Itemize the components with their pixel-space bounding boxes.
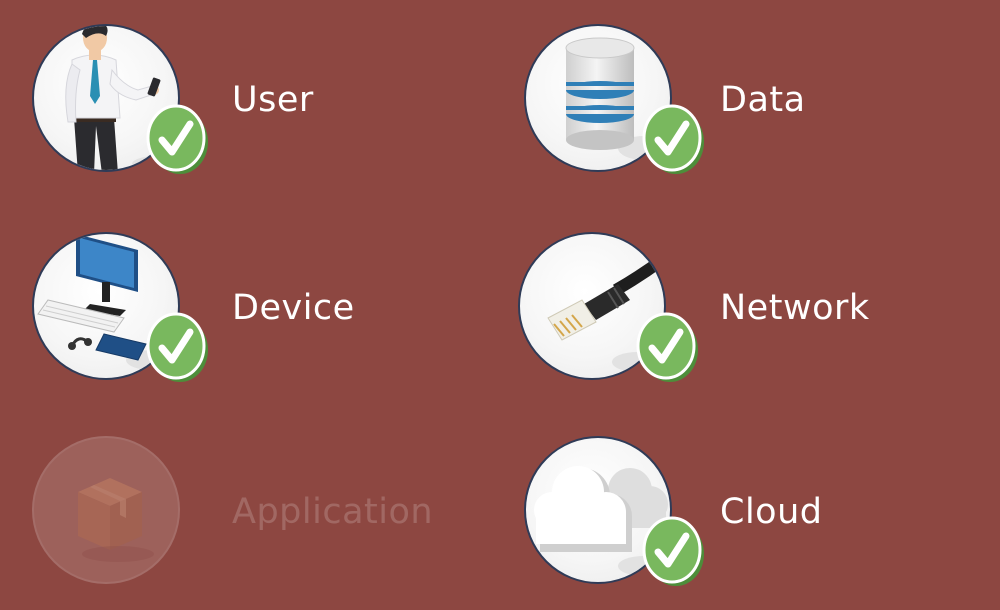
tile-label: User (232, 80, 314, 120)
check-badge-icon (636, 312, 698, 382)
tile-label: Device (232, 288, 355, 328)
application-icon-circle (32, 436, 180, 584)
data-icon-circle (524, 24, 672, 172)
tile-label: Data (720, 80, 806, 120)
check-badge-icon (642, 516, 704, 586)
tile-user[interactable]: User (32, 24, 452, 184)
tile-label: Network (720, 288, 870, 328)
check-badge-icon (642, 104, 704, 174)
check-badge-icon (146, 312, 208, 382)
tile-cloud[interactable]: Cloud (524, 436, 944, 596)
tile-application[interactable]: Application (32, 436, 452, 596)
package-box-icon (78, 478, 154, 562)
tile-network[interactable]: Network (518, 232, 938, 392)
check-badge-icon (146, 104, 208, 174)
tile-label: Cloud (720, 492, 823, 532)
ethernet-cable-icon (547, 251, 664, 372)
tile-device[interactable]: Device (32, 232, 452, 392)
tile-data[interactable]: Data (524, 24, 944, 184)
businessman-icon (65, 26, 178, 170)
network-icon-circle (518, 232, 666, 380)
user-icon-circle (32, 24, 180, 172)
tile-label: Application (232, 492, 434, 532)
